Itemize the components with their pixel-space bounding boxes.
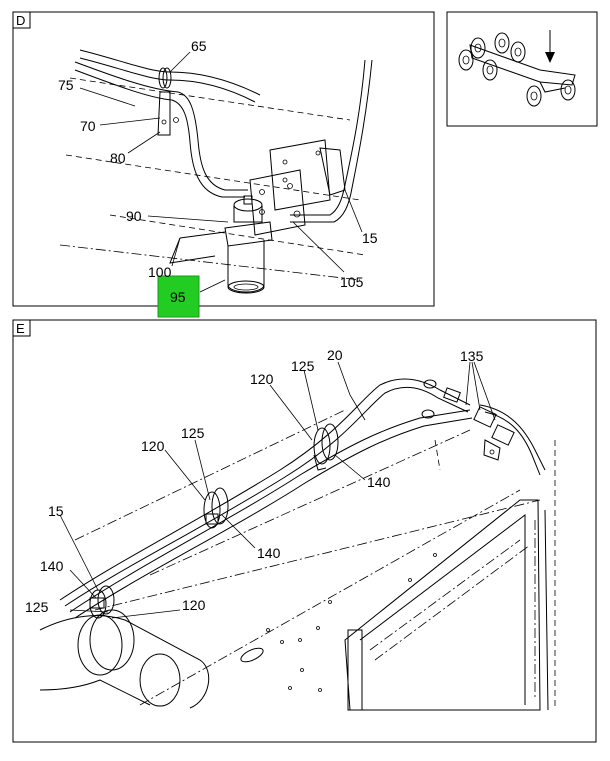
callout-120-bottom: 120	[182, 597, 206, 613]
frame-rail-lines	[59, 77, 366, 281]
callout-100: 100	[148, 264, 172, 280]
callout-90: 90	[126, 208, 142, 224]
callout-95[interactable]: 95	[170, 289, 186, 305]
bracket-100	[169, 231, 226, 264]
panel-d-letter-box	[12, 11, 31, 29]
callout-125-bottom: 125	[25, 599, 49, 615]
hose-clamps	[89, 423, 339, 619]
location-arrow-icon	[545, 30, 555, 63]
callout-70: 70	[80, 118, 96, 134]
callout-65: 65	[191, 38, 207, 54]
locator-inset-frame	[446, 11, 598, 127]
callout-140-top: 140	[367, 474, 391, 490]
fittings-135	[421, 379, 515, 461]
callout-125-top: 125	[291, 358, 315, 374]
radiator-outline	[74, 409, 541, 706]
panel-d: D	[12, 11, 435, 318]
callout-105: 105	[340, 274, 364, 290]
callout-120-top: 120	[250, 371, 274, 387]
coolant-hose	[39, 609, 210, 709]
radiator-side-panel	[344, 440, 556, 711]
callout-135: 135	[460, 348, 484, 364]
callout-120-mid: 120	[141, 438, 165, 454]
callout-75: 75	[58, 77, 74, 93]
panel-e-letter-box	[12, 319, 31, 337]
bracket-70	[157, 91, 179, 136]
panel-e-frame	[12, 319, 597, 743]
callout-140-bottom: 140	[40, 558, 64, 574]
callout-140-mid: 140	[257, 545, 281, 561]
panel-e-leaders	[59, 361, 496, 619]
callout-20: 20	[327, 347, 343, 363]
filter-head-90	[224, 195, 273, 247]
callout-95-highlight[interactable]	[157, 275, 200, 318]
panel-d-letter: D	[16, 13, 25, 28]
tube-20	[59, 378, 546, 619]
fuel-line-tubes	[74, 49, 373, 223]
clamp-65	[158, 67, 172, 89]
panel-d-frame	[12, 11, 435, 307]
callout-80: 80	[110, 150, 126, 166]
panel-d-leaders	[79, 51, 363, 293]
callout-125-mid: 125	[181, 425, 205, 441]
filter-canister-95	[227, 240, 265, 294]
locator-inset	[446, 11, 598, 127]
truck-chassis-icon	[458, 32, 576, 107]
panel-e-letter: E	[16, 321, 25, 336]
callout-15-e: 15	[48, 503, 64, 519]
panel-holes	[240, 553, 437, 692]
panel-e: E	[12, 319, 597, 743]
callout-15-d: 15	[362, 230, 378, 246]
mounting-brackets	[249, 139, 346, 236]
